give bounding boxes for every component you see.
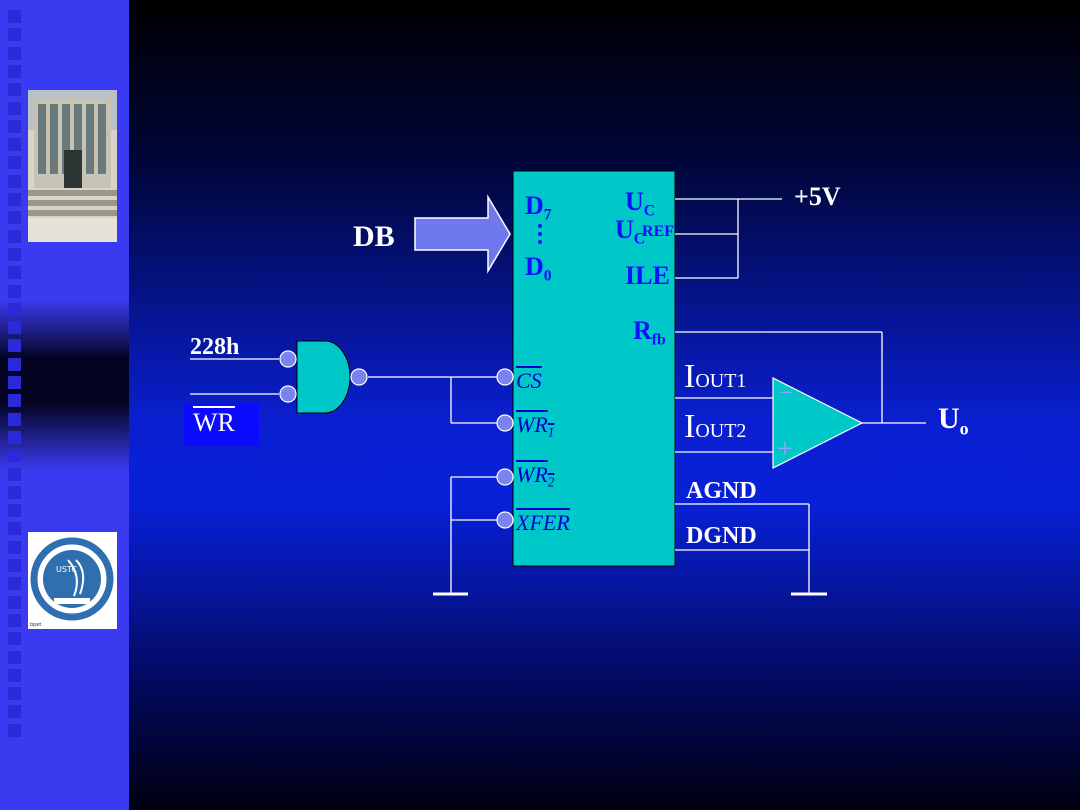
sidebar-square	[8, 229, 21, 243]
gate-input-bubble	[279, 385, 297, 403]
sidebar-square	[8, 504, 21, 518]
sidebar-square	[8, 522, 21, 536]
sidebar-square	[8, 156, 21, 170]
sidebar-square	[8, 357, 21, 371]
sidebar-square	[8, 174, 21, 188]
pin-iout1-label: IOUT1	[684, 358, 747, 395]
sidebar-square	[8, 266, 21, 280]
wr2-bubble	[496, 468, 514, 486]
university-logo: USTC bpet	[28, 532, 117, 629]
sidebar-square	[8, 83, 21, 97]
sidebar-square	[8, 449, 21, 463]
output-label: Uo	[938, 402, 969, 439]
pin-cs-label: CS	[516, 368, 542, 393]
sidebar-square	[8, 430, 21, 444]
sidebar-square	[8, 613, 21, 627]
and-gate	[296, 340, 351, 414]
pin-wr2-label: WR2	[516, 462, 555, 490]
svg-text:bpet: bpet	[30, 622, 41, 628]
sidebar-square	[8, 10, 21, 23]
sidebar-square	[8, 247, 21, 261]
sidebar-square	[8, 467, 21, 481]
sidebar-square	[8, 485, 21, 499]
pin-d7-label: D7	[525, 191, 552, 224]
sidebar-square	[8, 64, 21, 78]
pin-ile-label: ILE	[625, 261, 670, 290]
sidebar-square	[8, 284, 21, 298]
pin-rfb-label: Rfb	[633, 316, 666, 349]
sidebar-square	[8, 101, 21, 115]
pin-d0-label: D0	[525, 252, 552, 285]
sidebar-square	[8, 668, 21, 682]
pin-uc-label: UC	[625, 187, 656, 220]
sidebar-square	[8, 540, 21, 554]
opamp-minus-sign: −	[779, 378, 794, 407]
svg-text:USTC: USTC	[56, 565, 77, 574]
sidebar-square	[8, 577, 21, 591]
sidebar-square	[8, 119, 21, 133]
building-photo	[28, 90, 117, 242]
sidebar-square	[8, 559, 21, 572]
sidebar-square	[8, 687, 21, 701]
sidebar-square	[8, 595, 21, 609]
pin-wr1-label: WR1	[516, 412, 555, 440]
vcc-label: +5V	[794, 182, 841, 211]
gate-output-bubble	[350, 368, 368, 386]
sidebar-square	[8, 339, 21, 353]
pin-dgnd-label: DGND	[686, 523, 757, 549]
pin-iout2-label: IOUT2	[684, 408, 747, 445]
sidebar-square	[8, 211, 21, 225]
sidebar-shadow	[0, 300, 129, 470]
db-label: DB	[353, 220, 395, 253]
pin-xfer-label: XFER	[516, 510, 570, 535]
bus-dots	[538, 224, 542, 244]
wr-label: WR	[193, 408, 235, 437]
sidebar-square	[8, 193, 21, 206]
sidebar-square	[8, 632, 21, 646]
sidebar-square	[8, 650, 21, 664]
sidebar-square	[8, 46, 21, 60]
sidebar-square	[8, 28, 21, 42]
gate-input-bubble	[279, 350, 297, 368]
data-bus-arrow	[414, 194, 511, 274]
sidebar-square	[8, 138, 21, 152]
sidebar-square	[8, 321, 21, 335]
opamp-plus-sign: +	[777, 434, 793, 465]
wr1-bubble	[496, 414, 514, 432]
sidebar-square	[8, 412, 21, 426]
sidebar-square	[8, 394, 21, 408]
dac-chip	[512, 170, 676, 567]
cs-bubble	[496, 368, 514, 386]
pin-uref-label: UCREF	[615, 215, 675, 248]
addr-label: 228h	[190, 334, 240, 360]
op-amp	[772, 377, 864, 469]
pin-agnd-label: AGND	[686, 478, 757, 504]
xfer-bubble	[496, 511, 514, 529]
sidebar-square	[8, 302, 21, 316]
sidebar-square	[8, 376, 21, 389]
sidebar-square	[8, 723, 21, 737]
sidebar-square	[8, 705, 21, 719]
wr-signal-box	[184, 403, 259, 446]
